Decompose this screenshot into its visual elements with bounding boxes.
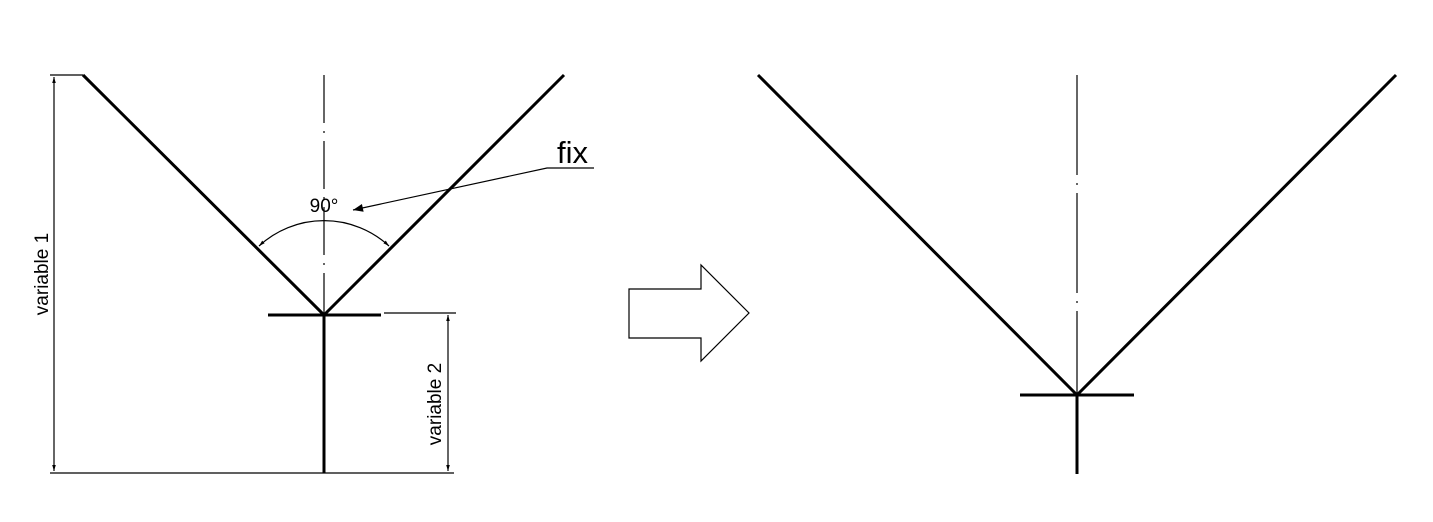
variable1-label: variable 1 <box>32 233 53 315</box>
angle-arc <box>258 220 390 247</box>
left-v-left-arm <box>81 73 326 317</box>
fix-leader-line <box>352 167 594 212</box>
fix-label: fix <box>557 135 589 170</box>
angle-label: 90° <box>310 196 339 217</box>
right-v-right-arm <box>1075 73 1398 397</box>
left-drawing: variable 1 variable 2 90° fix <box>32 73 594 474</box>
transition-arrow-icon <box>628 263 750 363</box>
left-v-right-arm <box>322 73 566 317</box>
right-drawing <box>756 73 1398 474</box>
right-v-left-arm <box>756 73 1079 397</box>
variable2-label: variable 2 <box>425 363 446 445</box>
